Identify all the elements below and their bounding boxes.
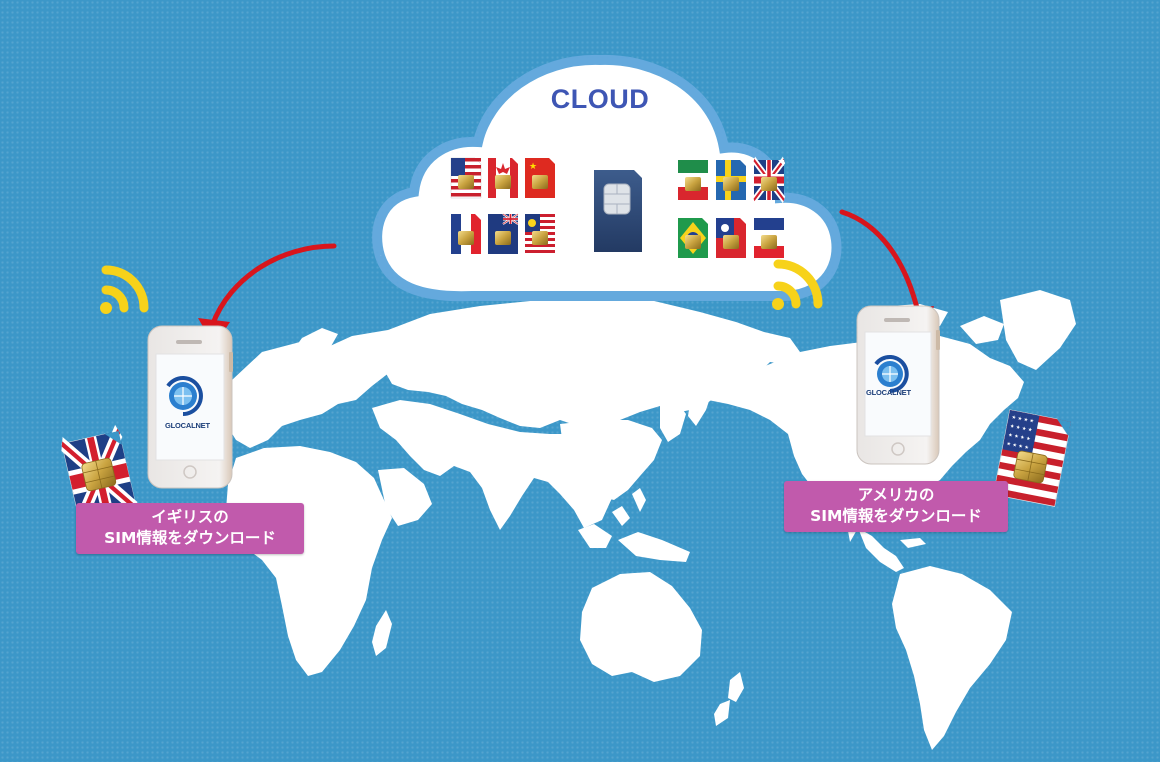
sim-card-taiwan	[716, 218, 746, 258]
svg-text:★ ★ ★ ★: ★ ★ ★ ★	[1006, 441, 1030, 451]
uk-label-line2: SIM情報をダウンロード	[104, 529, 276, 547]
sim-card-australia	[488, 213, 519, 254]
mobile-router-right	[856, 305, 940, 465]
cloud-title: CLOUD	[550, 84, 650, 114]
device-brand-left: GLOCALNET	[165, 421, 210, 430]
sim-card-group-right	[678, 160, 784, 258]
sim-card-usa	[450, 157, 482, 199]
svg-text:★ ★ ★ ★: ★ ★ ★ ★	[1011, 414, 1035, 424]
device-brand-right: GLOCALNET	[866, 388, 911, 397]
sim-card-italy	[678, 160, 708, 200]
svg-text:★ ★ ★ ★: ★ ★ ★ ★	[1008, 432, 1032, 442]
svg-text:★ ★ ★ ★: ★ ★ ★ ★	[1009, 423, 1033, 433]
uk-download-label: イギリスの SIM情報をダウンロード	[76, 503, 304, 554]
sim-card-china: ★	[525, 158, 555, 198]
us-label-line2: SIM情報をダウンロード	[810, 507, 982, 525]
uk-label-line1: イギリスの	[151, 508, 229, 526]
center-sim-card	[594, 170, 642, 252]
sim-card-france	[451, 214, 481, 254]
sim-card-malaysia	[525, 214, 555, 254]
sim-card-sweden	[716, 160, 746, 200]
sim-card-france-2	[754, 218, 784, 258]
wifi-icon-right	[772, 259, 823, 310]
sim-card-group-left: ★	[450, 157, 555, 254]
mobile-router-left	[147, 325, 233, 489]
sim-card-uk	[754, 160, 784, 200]
us-label-line1: アメリカの	[857, 486, 935, 504]
us-download-label: アメリカの SIM情報をダウンロード	[784, 481, 1008, 532]
svg-text:★: ★	[529, 162, 537, 172]
sim-card-usa-large: ★ ★ ★ ★★ ★ ★ ★ ★ ★ ★ ★★ ★ ★ ★	[993, 409, 1071, 507]
wifi-icon-left	[100, 265, 149, 314]
sim-card-brazil	[678, 218, 708, 258]
sim-card-canada	[488, 158, 518, 198]
